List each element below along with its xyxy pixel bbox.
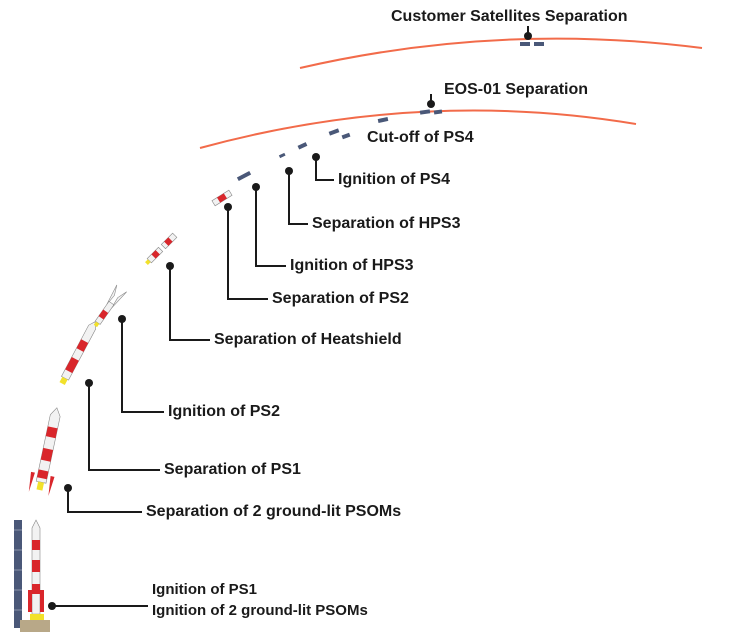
label-eos01-separation: EOS-01 Separation: [444, 81, 589, 98]
label-ignition-ps2: Ignition of PS2: [168, 403, 280, 420]
rocket-stage-hps3-b: [236, 170, 252, 182]
label-separation-ps1: Separation of PS1: [164, 461, 301, 478]
label-separation-ps2: Separation of PS2: [272, 290, 409, 307]
rocket-stage-heatshield: [93, 284, 127, 328]
leader-lines: [52, 157, 334, 607]
pad-base: [20, 620, 50, 632]
rocket-stage-1: [28, 407, 61, 496]
leader-dots: [48, 153, 320, 610]
launch-tower: [14, 520, 22, 628]
rocket-stage-hps3: [211, 189, 233, 207]
customer-satellites: [520, 26, 544, 46]
ps4-stage-pieces: [278, 109, 443, 159]
inner-orbit-arc: [199, 109, 637, 149]
label-ignition-2-ground-lit-psoms: Ignition of 2 ground-lit PSOMs: [152, 602, 368, 619]
rocket-stage-ps2-sep: [145, 232, 178, 265]
label-separation-2-ground-lit-psoms: Separation of 2 ground-lit PSOMs: [146, 503, 402, 520]
launch-pad: [14, 519, 50, 632]
label-separation-heatshield: Separation of Heatshield: [214, 331, 402, 348]
label-ignition-hps3: Ignition of HPS3: [290, 257, 414, 274]
label-ignition-ps4: Ignition of PS4: [338, 171, 450, 188]
eos01-satellite: [427, 94, 435, 108]
outer-orbit-arc: [299, 37, 703, 69]
rocket-stage-2: [59, 321, 97, 385]
label-cutoff-ps4: Cut-off of PS4: [367, 129, 474, 146]
label-ignition-ps1: Ignition of PS1: [152, 581, 257, 598]
label-separation-hps3: Separation of HPS3: [312, 215, 461, 232]
label-customer-satellites-separation: Customer Satellites Separation: [391, 8, 628, 25]
